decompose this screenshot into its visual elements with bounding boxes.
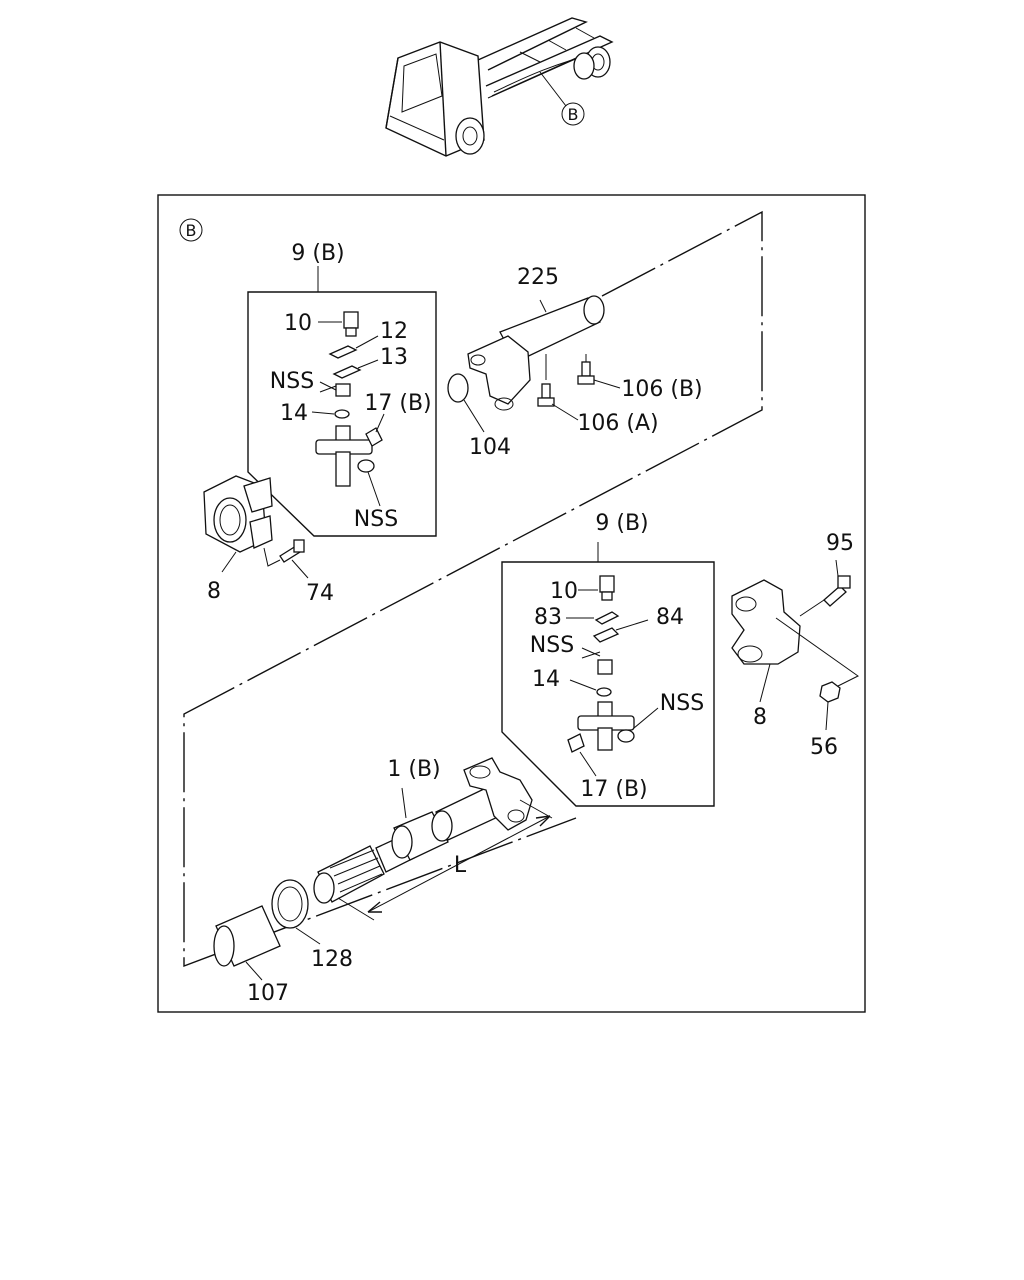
lower-label-nss-b: NSS	[660, 691, 704, 716]
end-yoke: 8 95 56	[731, 531, 859, 760]
label-L: L	[454, 853, 467, 878]
upper-kit-title: 9 (B)	[291, 241, 344, 266]
label-8-right: 8	[753, 705, 767, 730]
assembly-outline	[183, 210, 763, 968]
lower-label-17b: 17 (B)	[580, 777, 647, 802]
label-106b: 106 (B)	[621, 377, 702, 402]
label-106a: 106 (A)	[577, 411, 658, 436]
upper-label-nss-a: NSS	[270, 369, 314, 394]
shaft-rear: 225 106 (B) 106 (A) 104	[447, 265, 703, 460]
detail-frame	[157, 194, 866, 1013]
upper-label-nss-b: NSS	[354, 507, 398, 532]
seal-and-sleeve: 128 107	[213, 879, 353, 1006]
lower-label-nss-a: NSS	[530, 633, 574, 658]
upper-label-17b: 17 (B)	[364, 391, 431, 416]
lower-label-83: 83	[534, 605, 562, 630]
label-1b: 1 (B)	[387, 757, 440, 782]
label-128: 128	[311, 947, 353, 972]
frame-callout-circle	[179, 218, 203, 242]
label-95: 95	[826, 531, 854, 556]
lower-label-84: 84	[656, 605, 684, 630]
lower-label-10: 10	[550, 579, 578, 604]
overview-callout-label: B	[568, 105, 579, 124]
label-74: 74	[306, 581, 334, 606]
label-8-left: 8	[207, 579, 221, 604]
lower-kit: 9 (B) 10 83 84 NSS 14 NSS 17 (B)	[501, 511, 715, 807]
upper-label-10: 10	[284, 311, 312, 336]
lower-kit-title: 9 (B)	[595, 511, 648, 536]
label-56: 56	[810, 735, 838, 760]
flange-yoke: 8 74	[203, 475, 334, 606]
label-104: 104	[469, 435, 511, 460]
label-225: 225	[517, 265, 559, 290]
upper-label-13: 13	[380, 345, 408, 370]
shaft-front: 1 (B) L	[313, 757, 553, 921]
label-107: 107	[247, 981, 289, 1006]
upper-kit: 9 (B) 10 12 13 NSS 14 17 (B) NSS	[247, 241, 437, 537]
upper-label-12: 12	[380, 319, 408, 344]
lower-label-14: 14	[532, 667, 560, 692]
overview-callout-circle	[561, 102, 585, 126]
frame-callout-label: B	[186, 221, 197, 240]
truck-overview: B	[385, 17, 614, 157]
upper-label-14: 14	[280, 401, 308, 426]
